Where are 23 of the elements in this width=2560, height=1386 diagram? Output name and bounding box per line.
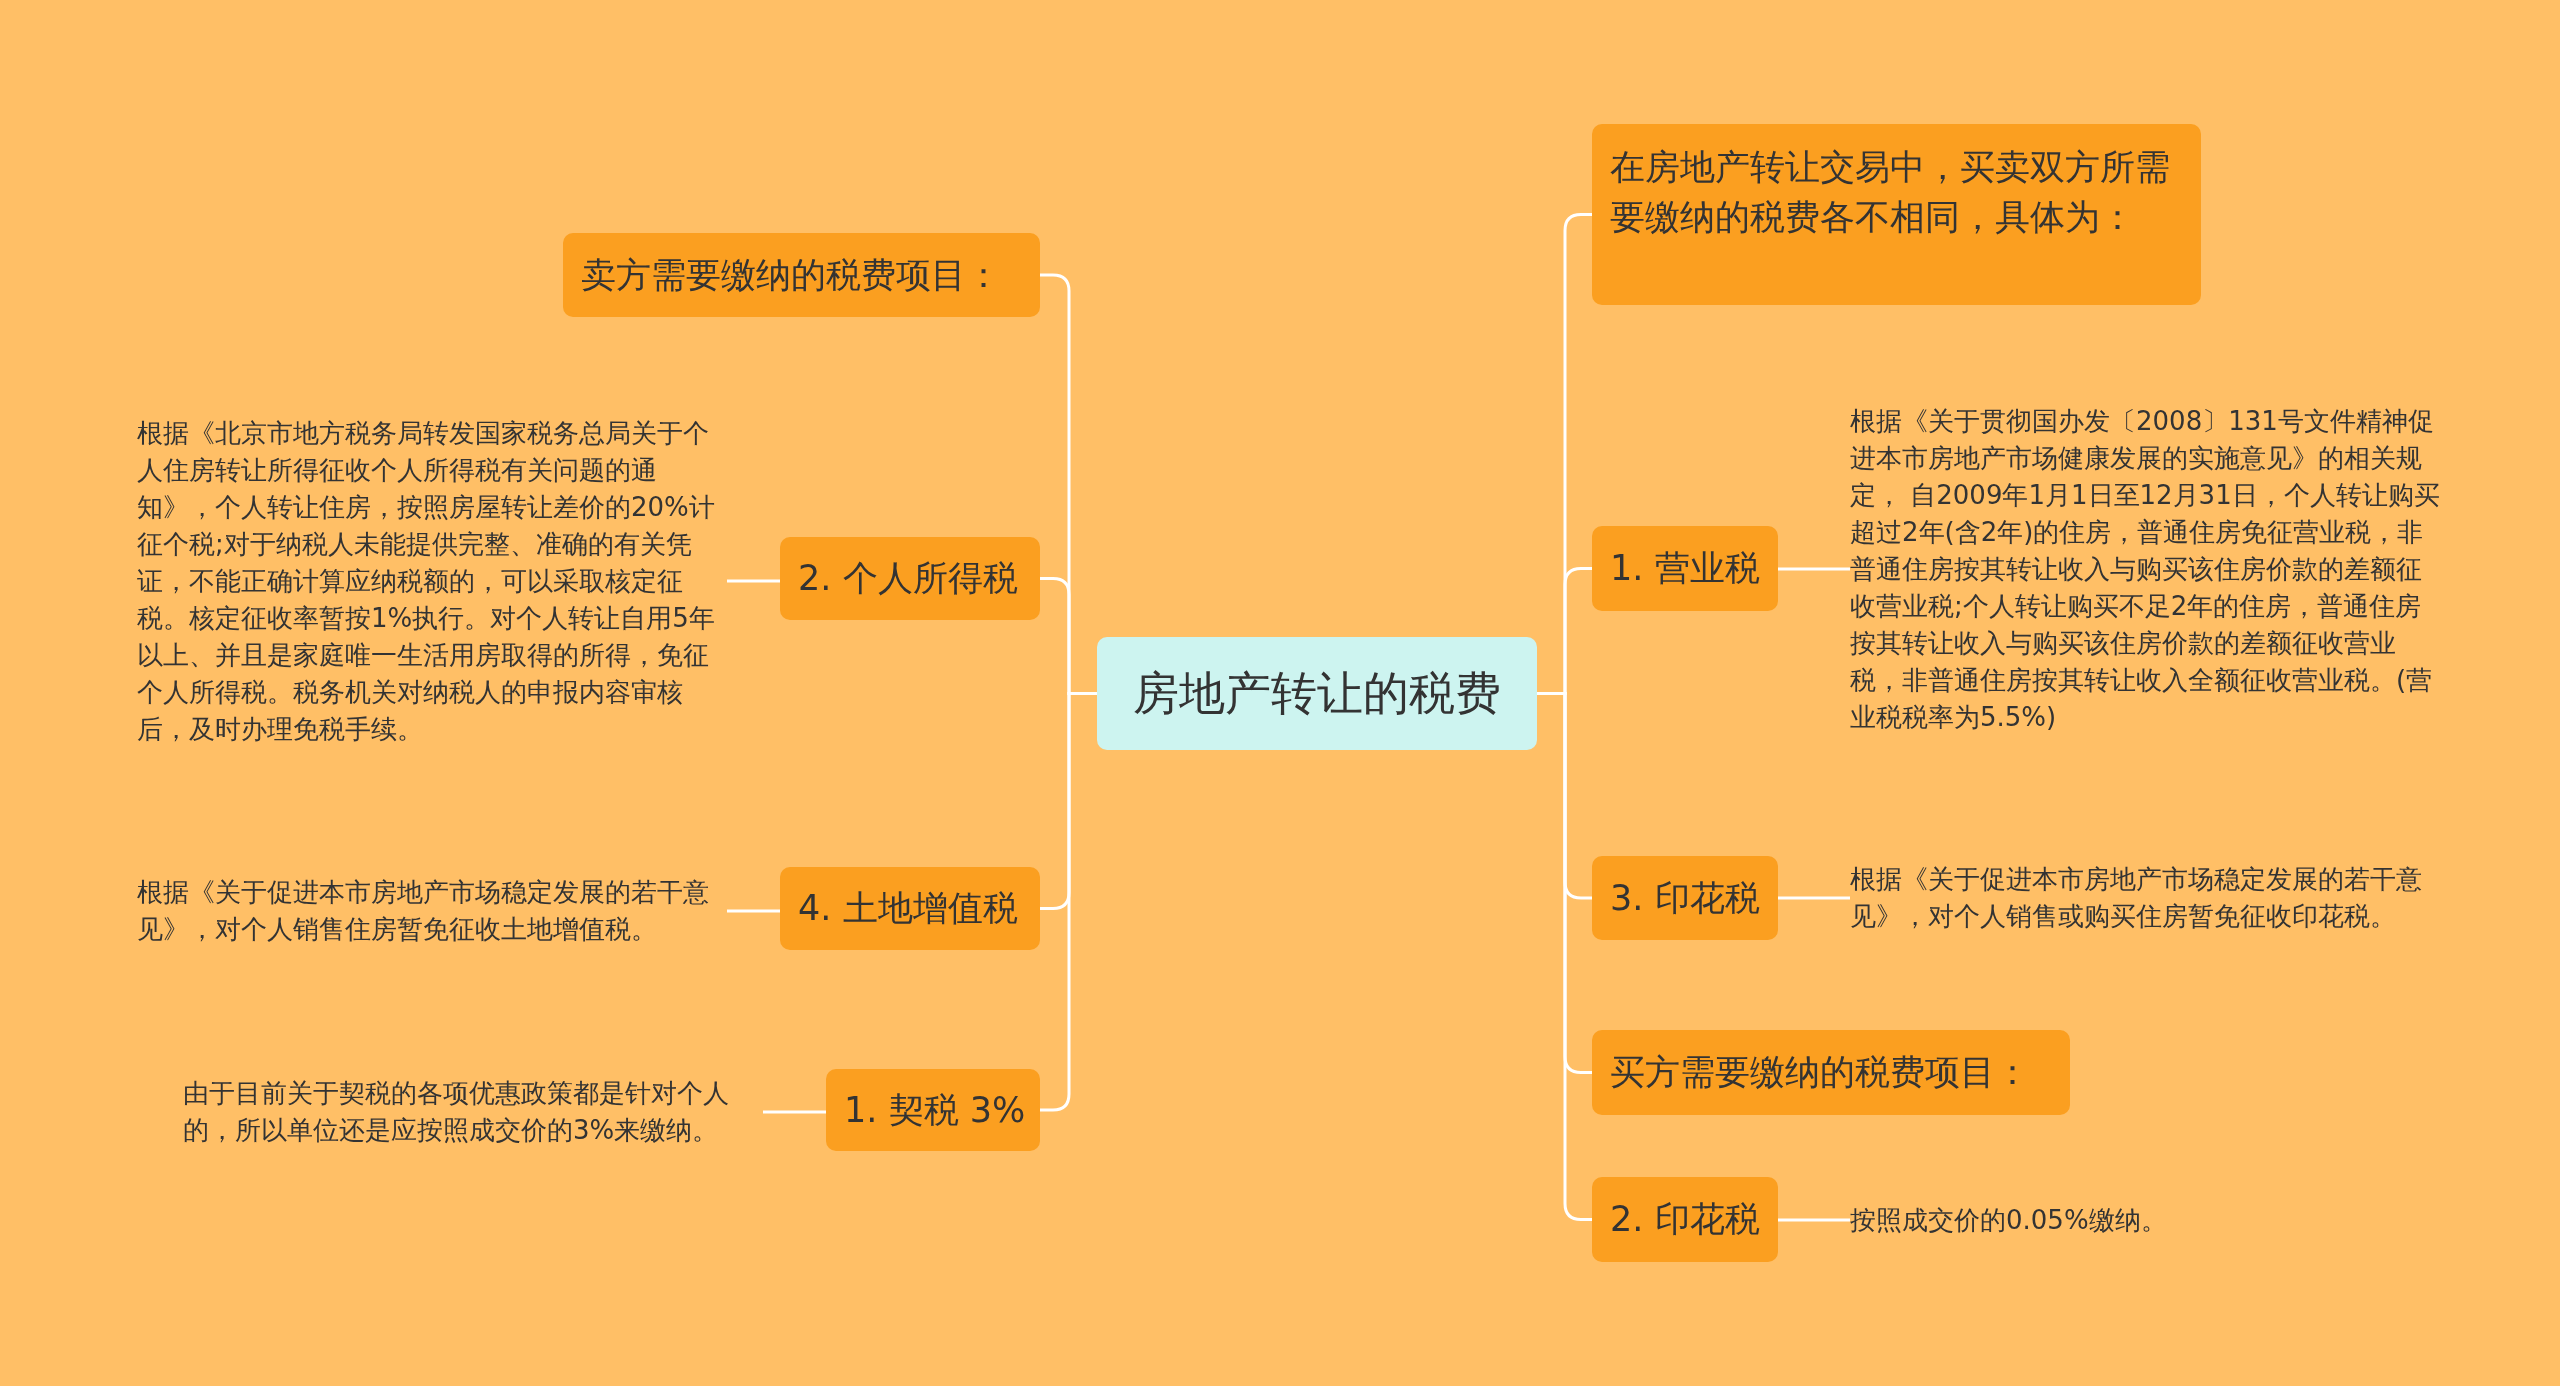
note-text: 由于目前关于契税的各项优惠政策都是针对个人的，所以单位还是应按照成交价的3%来缴纳。 — [183, 1075, 763, 1149]
branch-box: 3. 印花税 — [1592, 856, 1778, 940]
branch-box: 1. 契税 3% — [826, 1069, 1040, 1151]
branch-box: 2. 个人所得税 — [780, 537, 1040, 620]
note-text: 根据《北京市地方税务局转发国家税务总局关于个人住房转让所得征收个人所得税有关问题的通知》，个人转让住房，按照房屋转让差价的20%计征个税;对于纳税人未能提供完整、准确的有关凭证，不能正确计算应纳税额的，可以采取核定征税。核定征收率暂按1%执行。对个人转让自用5年以上、并且是家庭唯一生活用房取得的所得，免征个人所得税。税务机关对纳税人的申报内容审核后，及时办理免税手续。 — [137, 414, 727, 748]
note-text: 根据《关于促进本市房地产市场稳定发展的若干意见》，对个人销售或购买住房暂免征收印花税。 — [1850, 861, 2440, 935]
note-text: 根据《关于贯彻国办发〔2008〕131号文件精神促进本市房地产市场健康发展的实施意见》的相关规定， 自2009年1月1日至12月31日，个人转让购买超过2年(含2年)的住房，普通住房免征营业税，非普通住房按其转让收入与购买该住房价款的差额征收营业税;个人转让购买不足2年的住房，普通住房按其转让收入与购买该住房价款的差额征收营业税，非普通住房按其转让收入全额征收营业税。(营业税税率为5.5%) — [1850, 402, 2440, 736]
connector-line — [1778, 896, 1850, 900]
note-text: 按照成交价的0.05%缴纳。 — [1850, 1201, 2440, 1239]
connector-line — [1778, 567, 1850, 571]
connector-line — [727, 909, 780, 913]
connector-line — [1778, 1218, 1850, 1222]
central-topic-box: 房地产转让的税费 — [1097, 637, 1537, 750]
note-text: 根据《关于促进本市房地产市场稳定发展的若干意见》，对个人销售住房暂免征收土地增值税。 — [137, 874, 727, 948]
branch-box: 买方需要缴纳的税费项目： — [1592, 1030, 2070, 1115]
branch-box: 1. 营业税 — [1592, 526, 1778, 611]
branch-box: 在房地产转让交易中，买卖双方所需要缴纳的税费各不相同，具体为： — [1592, 124, 2201, 305]
connector-line — [727, 579, 780, 583]
connector-line — [763, 1110, 826, 1114]
connector-line — [1040, 692, 1097, 1112]
branch-box: 2. 印花税 — [1592, 1177, 1778, 1262]
branch-box: 4. 土地增值税 — [780, 867, 1040, 950]
branch-box: 卖方需要缴纳的税费项目： — [563, 233, 1040, 317]
